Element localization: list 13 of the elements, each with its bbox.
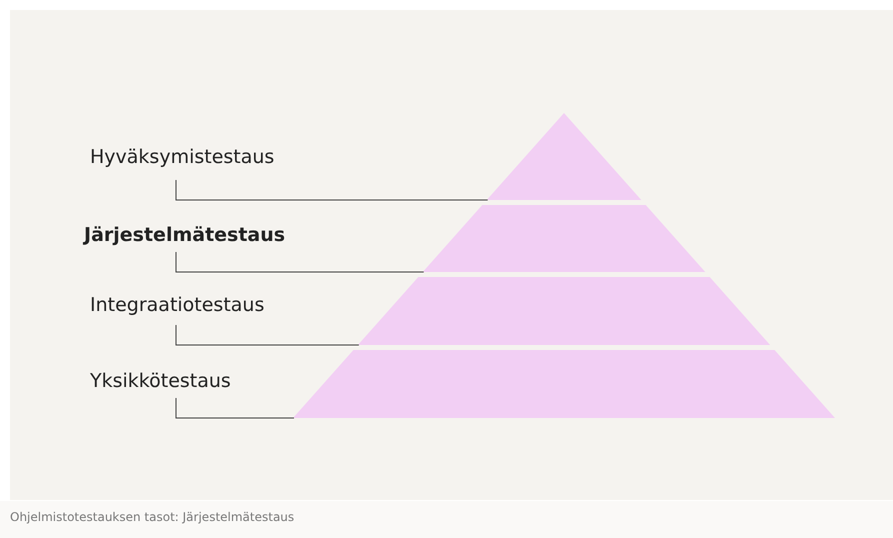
leader-line	[176, 180, 488, 200]
level-label: Yksikkötestaus	[90, 370, 231, 392]
pyramid-trapezoid	[422, 205, 706, 272]
level-label: Järjestelmätestaus	[84, 224, 286, 246]
pyramid-trapezoid	[293, 350, 835, 418]
level-label: Hyväksymistestaus	[90, 146, 274, 168]
pyramid-triangle	[486, 113, 642, 200]
caption: Ohjelmistotestauksen tasot: Järjestelmätestaus	[10, 510, 294, 524]
pyramid-trapezoid	[358, 277, 770, 345]
level-label: Integraatiotestaus	[90, 294, 264, 316]
leader-line	[176, 324, 360, 346]
leader-line	[176, 252, 424, 272]
leader-line	[176, 398, 294, 418]
